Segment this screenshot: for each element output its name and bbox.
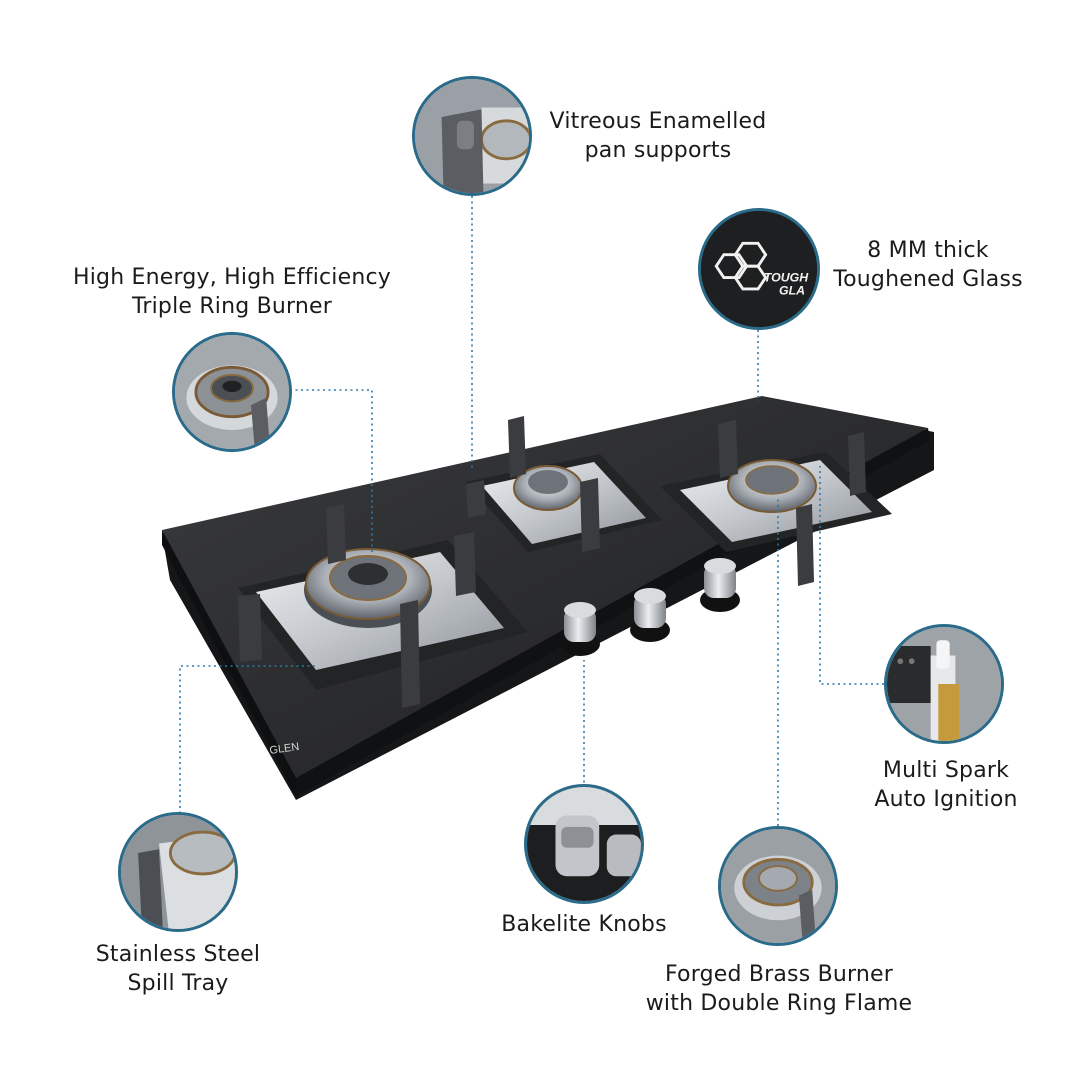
triple-ring-burner-bubble: [172, 332, 292, 452]
toughened-glass-icon: TOUGH GLA: [701, 211, 817, 327]
label-bakelite-knobs-line-1: Bakelite Knobs: [501, 912, 667, 937]
knob-icon: [527, 787, 641, 901]
bakelite-knobs-bubble: [524, 784, 644, 904]
logo-text-bottom: GLA: [779, 284, 805, 298]
triple-ring-burner: [238, 504, 528, 708]
leader-lines: [179, 196, 884, 830]
brass-burner-icon: [721, 829, 835, 943]
label-auto-ignition: Multi Spark Auto Ignition: [856, 756, 1036, 814]
label-toughened-glass-line-1: 8 MM thick: [867, 238, 989, 263]
label-pan-supports-line-1: Vitreous Enamelled: [549, 109, 767, 134]
label-brass-burner: Forged Brass Burner with Double Ring Fla…: [636, 960, 922, 1018]
label-spill-tray-line-2: Spill Tray: [127, 971, 229, 996]
spill-tray-icon: [121, 815, 235, 929]
label-toughened-glass-line-2: Toughened Glass: [833, 267, 1023, 292]
pan-support-bubble: [412, 76, 532, 196]
auto-ignition-bubble: [884, 624, 1004, 744]
spark-ignition-icon: [887, 627, 1001, 741]
spill-tray-bubble: [118, 812, 238, 932]
label-auto-ignition-line-2: Auto Ignition: [874, 787, 1018, 812]
label-bakelite-knobs: Bakelite Knobs: [482, 910, 686, 939]
label-spill-tray: Stainless Steel Spill Tray: [78, 940, 278, 998]
knob-3: [700, 558, 740, 612]
label-triple-ring-burner-line-2: Triple Ring Burner: [131, 294, 333, 319]
right-burner: [660, 420, 892, 586]
label-spill-tray-line-1: Stainless Steel: [95, 942, 261, 967]
pan-support-icon: [415, 79, 529, 193]
knob-2: [630, 588, 670, 642]
label-triple-ring-burner: High Energy, High Efficiency Triple Ring…: [72, 263, 392, 321]
knob-1: [560, 602, 600, 656]
control-knobs: [560, 558, 740, 656]
toughened-glass-bubble: TOUGH GLA: [698, 208, 820, 330]
middle-burner: [466, 416, 662, 552]
label-pan-supports-line-2: pan supports: [584, 138, 732, 163]
brass-burner-bubble: [718, 826, 838, 946]
label-toughened-glass: 8 MM thick Toughened Glass: [826, 236, 1030, 294]
brand-logo: GLEN: [269, 741, 300, 757]
label-brass-burner-line-1: Forged Brass Burner: [664, 962, 893, 987]
triple-ring-burner-icon: [175, 335, 289, 449]
label-auto-ignition-line-1: Multi Spark: [882, 758, 1010, 783]
label-pan-supports: Vitreous Enamelled pan supports: [536, 107, 780, 165]
logo-text-top: TOUGH: [764, 270, 809, 284]
label-brass-burner-line-2: with Double Ring Flame: [645, 991, 913, 1016]
label-triple-ring-burner-line-1: High Energy, High Efficiency: [72, 265, 392, 290]
